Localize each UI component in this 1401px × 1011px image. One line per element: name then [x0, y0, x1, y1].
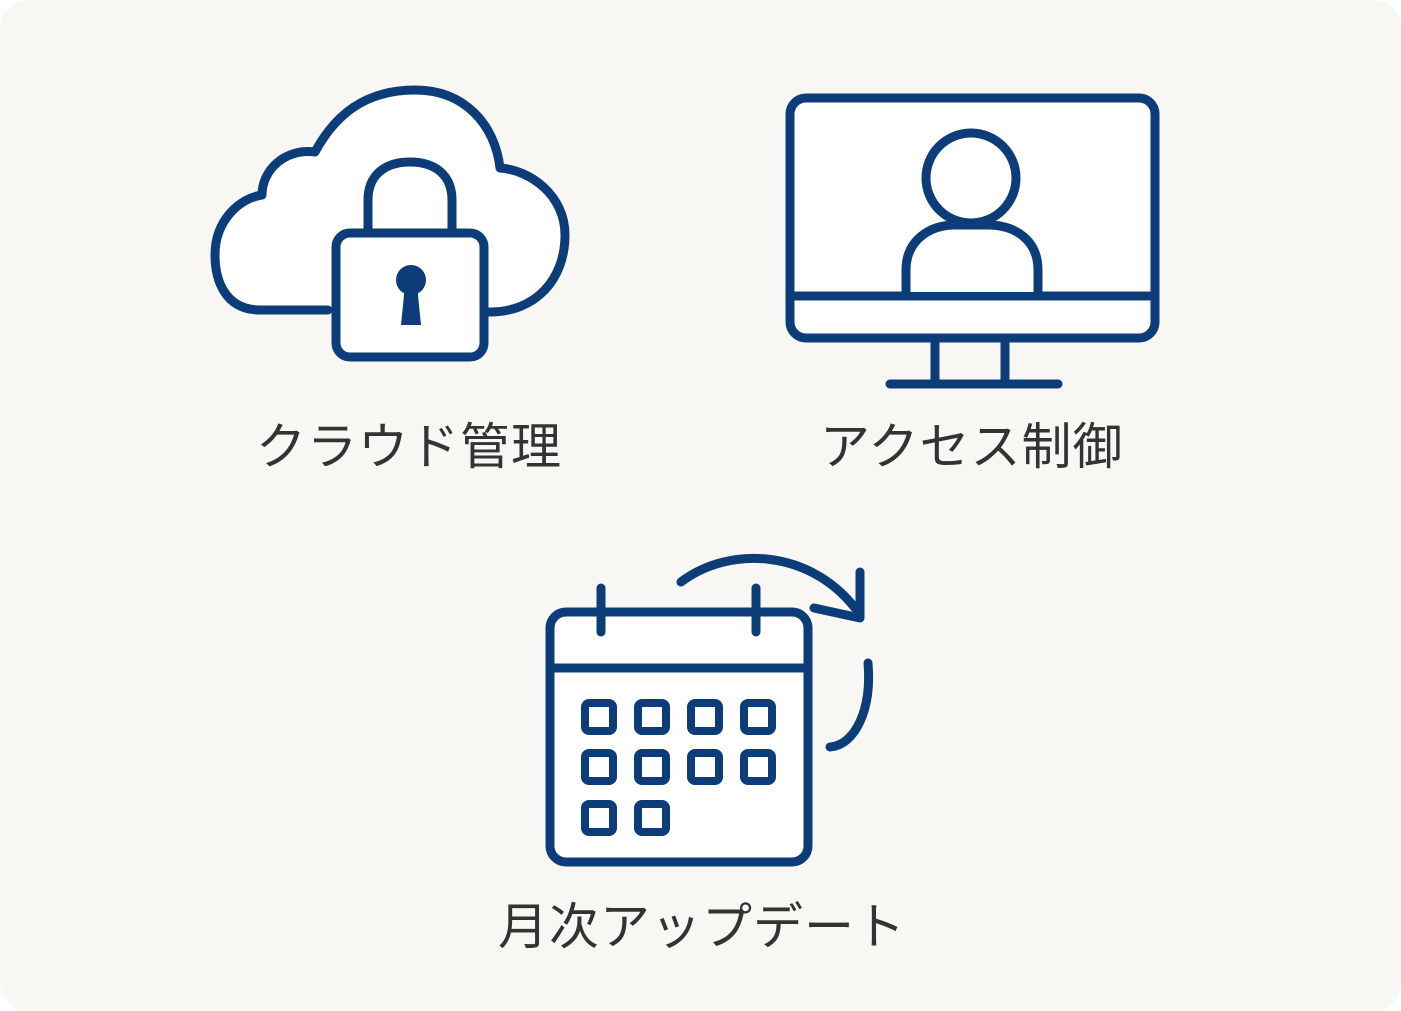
access-control-label: アクセス制御 — [820, 418, 1124, 476]
cloud-lock-icon — [200, 80, 600, 380]
monthly-update-label: 月次アップデート — [498, 898, 906, 956]
calendar-body — [545, 607, 813, 867]
monitor-user-icon — [770, 80, 1170, 400]
calendar-refresh-icon — [530, 540, 890, 880]
cloud-management-label: クラウド管理 — [256, 418, 562, 476]
